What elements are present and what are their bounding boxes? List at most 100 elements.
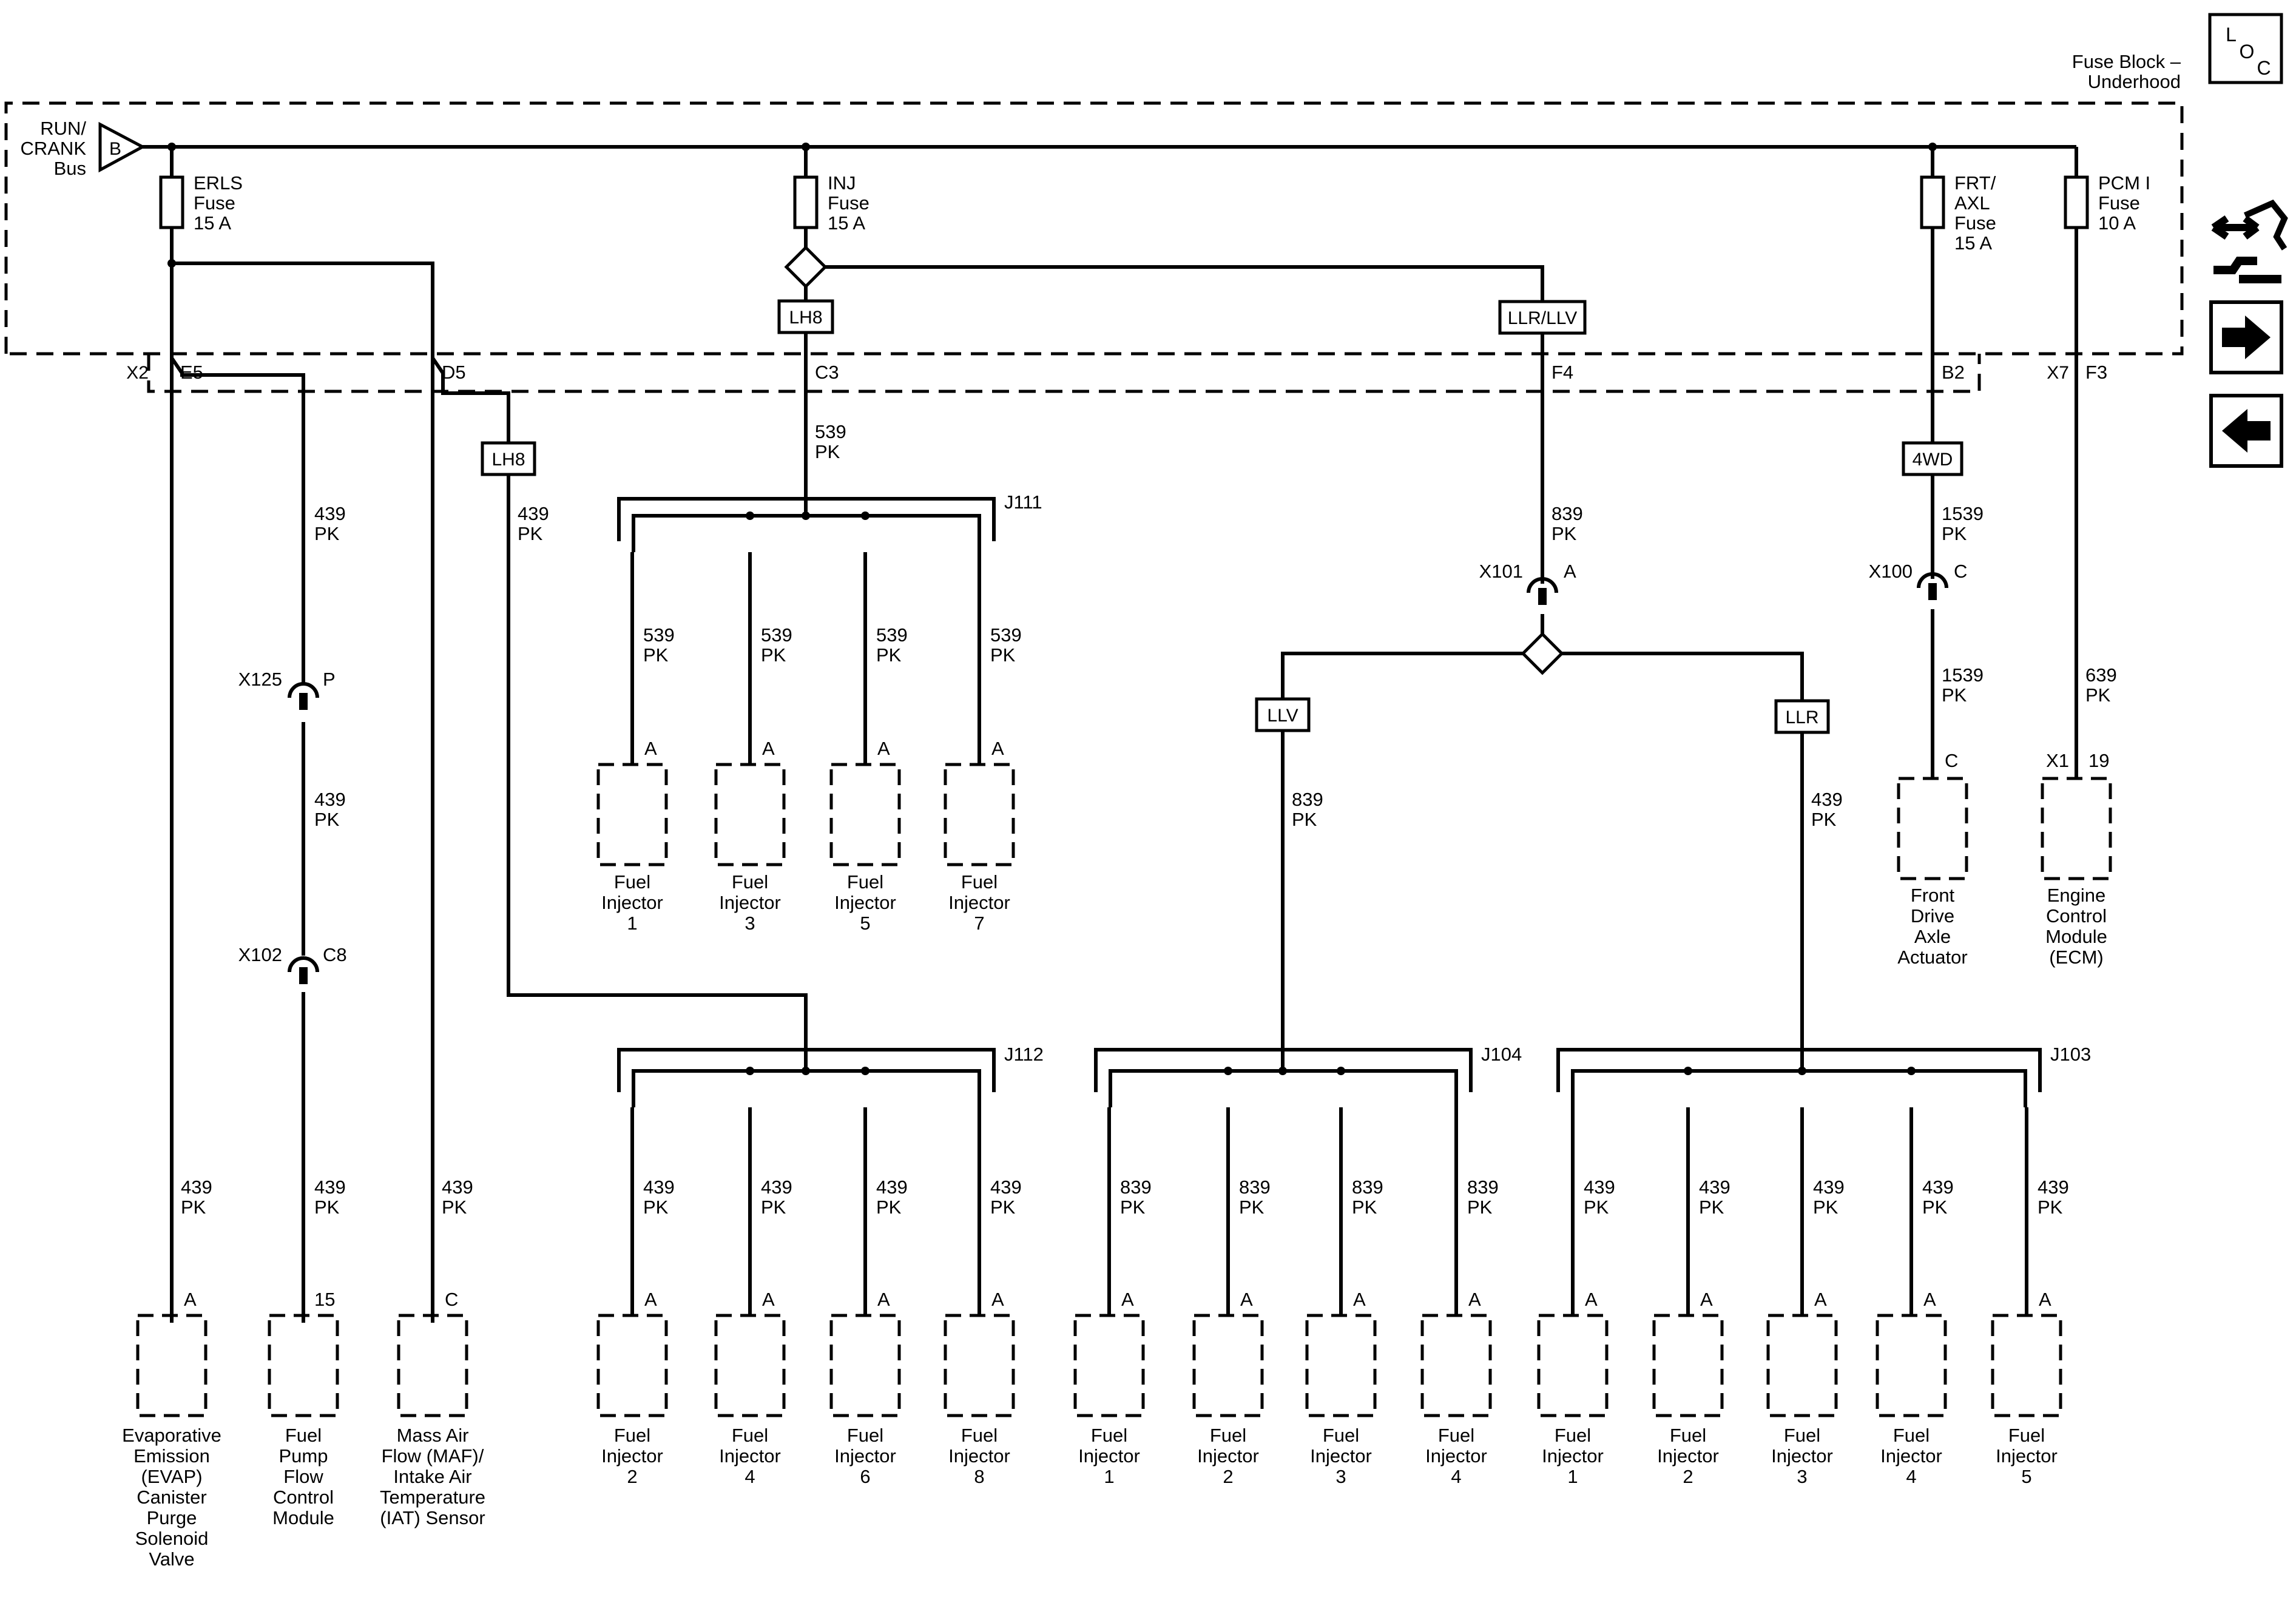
wire-splice-llv [1281,652,1523,699]
wire-d5-lh8 [431,357,510,443]
connector-x102-name: X102 [238,944,282,965]
wire-label-539: 539 [643,624,675,646]
fuel-injector-j112-6-label: Injector [834,1445,896,1467]
fuel-injector-j112-6-label: Fuel [847,1425,883,1446]
option-4wd-label: 4WD [1913,450,1953,470]
fuse-erls [159,175,184,229]
fuel-injector-j103-3-label: Injector [1771,1445,1833,1467]
fuel-injector-j103-1-label: Fuel [1555,1425,1591,1446]
fuse-inj [793,175,819,229]
wire-label-439: 439 [518,503,549,524]
front-drive-axle-actuator [1897,777,1968,880]
evap-label: Purge [147,1507,197,1528]
maf-pin: C [445,1289,458,1310]
maf-label: Intake Air [393,1466,471,1487]
fuel-injector-j112-2 [596,1314,668,1417]
wire-label-439: PK [314,523,340,544]
fuel-injector-top-1-label: 1 [627,913,637,934]
fuel-injector-j112-8 [944,1314,1015,1417]
wire-label-1539: 1539 [1942,664,1984,686]
tools-wrench-icon [2213,257,2281,283]
wire-label-j112: 439 [876,1176,908,1198]
fuel-injector-top-3-label: Injector [719,892,781,913]
bus-label: Bus [54,158,86,179]
connector-x125-male [299,693,308,710]
wire-label-539: PK [643,644,669,666]
wire-label-j112: PK [876,1197,902,1218]
wire-label-539: PK [761,644,786,666]
fuel-injector-j112-4-label: Fuel [732,1425,768,1446]
fuel-injector-j104-2-label: Fuel [1210,1425,1246,1446]
pin-d5: D5 [442,362,466,383]
fpfcm-label: Fuel [285,1425,322,1446]
wire-label-439: 439 [314,1176,346,1198]
connector-x102-pin: C8 [323,944,347,965]
arrow-left-icon [2222,409,2271,453]
wire-label-j103: PK [1922,1197,1948,1218]
splice-j103-outer [1556,1048,2042,1092]
bus-connector-symbol [98,121,146,173]
fuse-block-enclosure [4,101,2184,356]
maf-label: (IAT) Sensor [380,1507,485,1528]
wire-label-j104: 839 [1352,1176,1383,1198]
splice-j112-junction [746,1067,754,1075]
fuel-injector-j103-4 [1876,1314,1947,1417]
wire-label-439: 439 [442,1176,473,1198]
fuel-injector-top-7-label: Injector [948,892,1010,913]
tools-icon [2211,199,2288,283]
wire-label-539: PK [876,644,902,666]
fuel-injector-j104-4-label: Fuel [1438,1425,1474,1446]
option-lh8-top [777,299,834,334]
splice-j104-junction [1224,1067,1232,1075]
fpfcm-label: Pump [279,1445,328,1467]
loc-icon-letter: L [2226,24,2237,46]
fuse-label-erls: Fuse [194,192,235,214]
fuel-injector-top-7-pin: A [991,738,1004,759]
wire-label-439: 439 [1811,789,1843,810]
evap-label: Canister [137,1487,206,1508]
fuel-injector-j103-1-pin: A [1585,1289,1598,1310]
fuel-injector-top-1-label: Fuel [614,871,650,893]
wire-label-j104: PK [1239,1197,1264,1218]
fuel-injector-j112-6 [829,1314,901,1417]
wire-label-j112: PK [643,1197,669,1218]
bus-pin: B [109,139,121,159]
fuse-label-frt: Fuse [1954,212,1996,234]
fuel-injector-j103-5-pin: A [2039,1289,2051,1310]
fuse-frt [1920,175,1945,229]
fuel-injector-j104-4-pin: A [1468,1289,1481,1310]
fuse-label-erls: 15 A [194,212,231,234]
ecm-label: (ECM) [2049,947,2104,968]
wire-inj-llr-llv [825,265,1544,302]
ecm-pin: 19 [2088,750,2109,771]
wire-label-j112: 439 [643,1176,675,1198]
evap-label: Valve [149,1548,194,1570]
wire-label-j104: PK [1352,1197,1377,1218]
fuel-injector-j103-4-label: Fuel [1893,1425,1930,1446]
wire-label-1539: 1539 [1942,503,1984,524]
wire-label-439: PK [518,523,543,544]
wire-label-j103: PK [2038,1197,2063,1218]
fuse-label-frt: 15 A [1954,232,1992,254]
wire-label-1539: PK [1942,523,1967,544]
fuel-injector-j103-2-label: Fuel [1670,1425,1706,1446]
fuel-injector-top-3-pin: A [762,738,775,759]
fuel-injector-top-5-pin: A [877,738,890,759]
ecm-label: Control [2046,905,2107,927]
fda-pin: C [1945,750,1958,771]
fuel-injector-top-1-pin: A [644,738,657,759]
connector-x125-female [288,682,319,698]
fuel-pump-flow-control-module [268,1314,339,1417]
pin-b2: B2 [1942,362,1965,383]
wire-label-j112: 439 [990,1176,1022,1198]
splice-j104-outer [1094,1048,1473,1092]
bus-label: RUN/ [40,118,86,139]
wire-label-j103: PK [1699,1197,1724,1218]
option-lh8-top-label: LH8 [789,308,822,328]
fda-label: Actuator [1897,947,1967,968]
connector-x101-male [1538,588,1547,605]
wire-label-j112: 439 [761,1176,792,1198]
connector-x125-name: X125 [238,669,282,690]
option-4wd [1902,441,1963,476]
